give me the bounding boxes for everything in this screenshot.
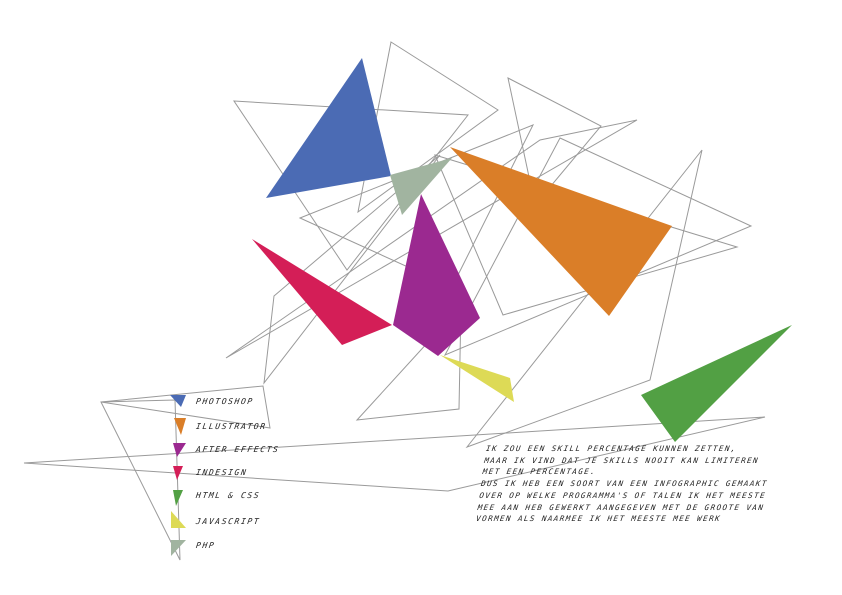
legend-marker-javascript [171,511,186,528]
legend-label-javascript: JAVASCRIPT [195,517,261,526]
triangle-photoshop [266,58,391,198]
legend-label-illustrator: ILLUSTRATOR [195,422,268,431]
legend-marker-html-css [173,490,183,506]
description-line: DUS IK HEB EEN SOORT VAN EEN INFOGRAPHIC… [480,479,769,489]
legend-label-after-effects: AFTER EFFECTS [195,445,281,454]
skill-triangles [252,58,792,442]
outline-triangle [507,77,602,207]
description-line: MEE AAN HEB GEWERKT AANGEGEVEN MET DE GR… [477,502,766,512]
description-line: IK ZOU EEN SKILL PERCENTAGE KUNNEN ZETTE… [485,444,738,453]
outline-triangle [263,154,441,385]
triangle-php [390,158,452,215]
legend-marker-photoshop [170,395,186,407]
description-line: MAAR IK VIND DAT JE SKILLS NOOIT KAN LIM… [483,455,760,465]
legend-label-php: PHP [195,541,216,550]
description-line: OVER OP WELKE PROGRAMMA'S OF TALEN IK HE… [478,490,767,500]
triangle-indesign [252,239,392,345]
legend-marker-php [171,540,186,556]
legend-marker-indesign [173,466,183,480]
description-line: MET EEN PERCENTAGE. [482,467,597,477]
outline-triangle [23,416,766,492]
legend-label-indesign: INDESIGN [195,468,248,477]
triangle-after-effects [393,194,480,356]
description-text: IK ZOU EEN SKILL PERCENTAGE KUNNEN ZETTE… [475,443,827,525]
outline-triangle [100,385,271,429]
triangle-html-css [641,325,792,442]
legend-marker-after-effects [173,443,186,457]
legend-marker-illustrator [174,418,186,435]
outline-triangle [465,149,703,449]
triangle-javascript [440,355,514,402]
legend-label-photoshop: PHOTOSHOP [195,397,255,406]
outline-triangle [100,399,181,561]
outline-triangle [355,304,462,421]
legend-label-html-css: HTML & CSS [195,491,261,500]
description-line: VORMEN ALS NAARMEE IK HET MEESTE MEE WER… [475,514,722,524]
legend-markers [170,395,186,556]
triangle-illustrator [450,147,672,316]
